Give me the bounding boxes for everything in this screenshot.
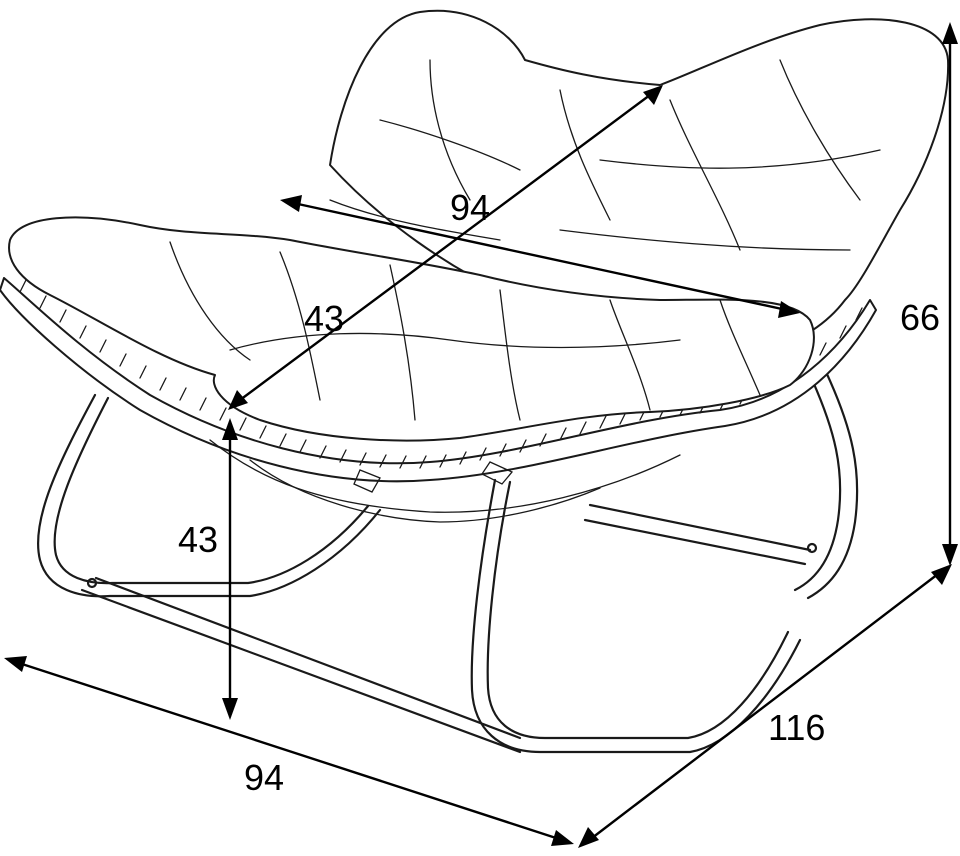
total-width-arrowhead-end [551, 830, 574, 846]
total-width-label: 94 [244, 757, 284, 798]
dimension-labels: 94 43 43 94 116 66 [178, 187, 940, 798]
seat-width-label: 94 [450, 187, 490, 228]
seat-depth-arrow [239, 94, 651, 401]
total-width-arrow [21, 662, 557, 840]
seat-depth-arrowhead-start [228, 390, 248, 410]
total-width-arrowhead-start [4, 656, 27, 672]
total-height-arrowhead-start [942, 22, 958, 44]
seat-width-arrow [297, 202, 783, 311]
total-height-label: 66 [900, 297, 940, 338]
rocker-frame [36, 370, 859, 754]
seat-height-arrowhead-end [222, 698, 238, 720]
tufted-cushion [8, 9, 950, 493]
seat-depth-label: 43 [304, 298, 344, 339]
rattan-bowl [0, 277, 877, 523]
total-height-arrowhead-end [942, 544, 958, 566]
total-depth-arrowhead-start [578, 827, 599, 848]
total-depth-label: 116 [768, 707, 825, 748]
seat-height-label: 43 [178, 519, 218, 560]
total-depth-arrowhead-end [931, 564, 952, 585]
seat-depth-arrowhead-end [643, 85, 663, 105]
seat-height-arrowhead-start [222, 418, 238, 440]
total-depth-arrow [591, 573, 939, 839]
seat-width-arrowhead-start [280, 195, 302, 212]
dimension-lines [4, 22, 958, 848]
seat-width-arrowhead-end [778, 301, 800, 318]
